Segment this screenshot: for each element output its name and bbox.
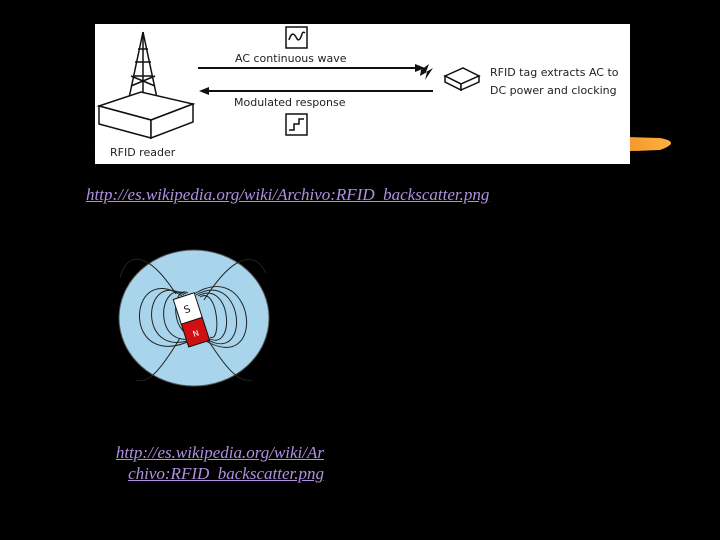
ac-wave-label: AC continuous wave	[235, 52, 347, 65]
magnet-north-label: N	[192, 328, 200, 338]
reader-tower-icon	[128, 31, 158, 99]
modulated-label: Modulated response	[234, 96, 346, 109]
bottom-link-line1[interactable]: http://es.wikipedia.org/wiki/Ar	[115, 443, 324, 462]
top-source-link[interactable]: http://es.wikipedia.org/wiki/Archivo:RFI…	[86, 185, 490, 204]
bottom-link-line2[interactable]: chivo:RFID_backscatter.png	[128, 464, 324, 483]
sine-wave-icon	[285, 26, 308, 49]
rfid-backscatter-diagram: AC continuous wave Modulated response RF…	[95, 24, 630, 164]
tag-label-line1: RFID tag extracts AC to	[490, 66, 619, 79]
reader-base-icon	[96, 91, 196, 140]
bar-magnet: S N	[172, 292, 211, 348]
tag-label-line2: DC power and clocking	[490, 84, 617, 97]
square-wave-icon	[285, 113, 308, 136]
reader-label: RFID reader	[110, 146, 176, 159]
magnet-south-label: S	[183, 304, 192, 316]
lightning-icon	[420, 64, 433, 80]
magnet-field-diagram: S N	[116, 248, 272, 388]
modulated-arrow	[199, 87, 433, 95]
field-lines	[119, 258, 267, 382]
rfid-tag-icon	[443, 67, 481, 92]
ac-wave-arrow	[198, 64, 425, 72]
bottom-source-link[interactable]: http://es.wikipedia.org/wiki/Ar chivo:RF…	[28, 442, 324, 484]
